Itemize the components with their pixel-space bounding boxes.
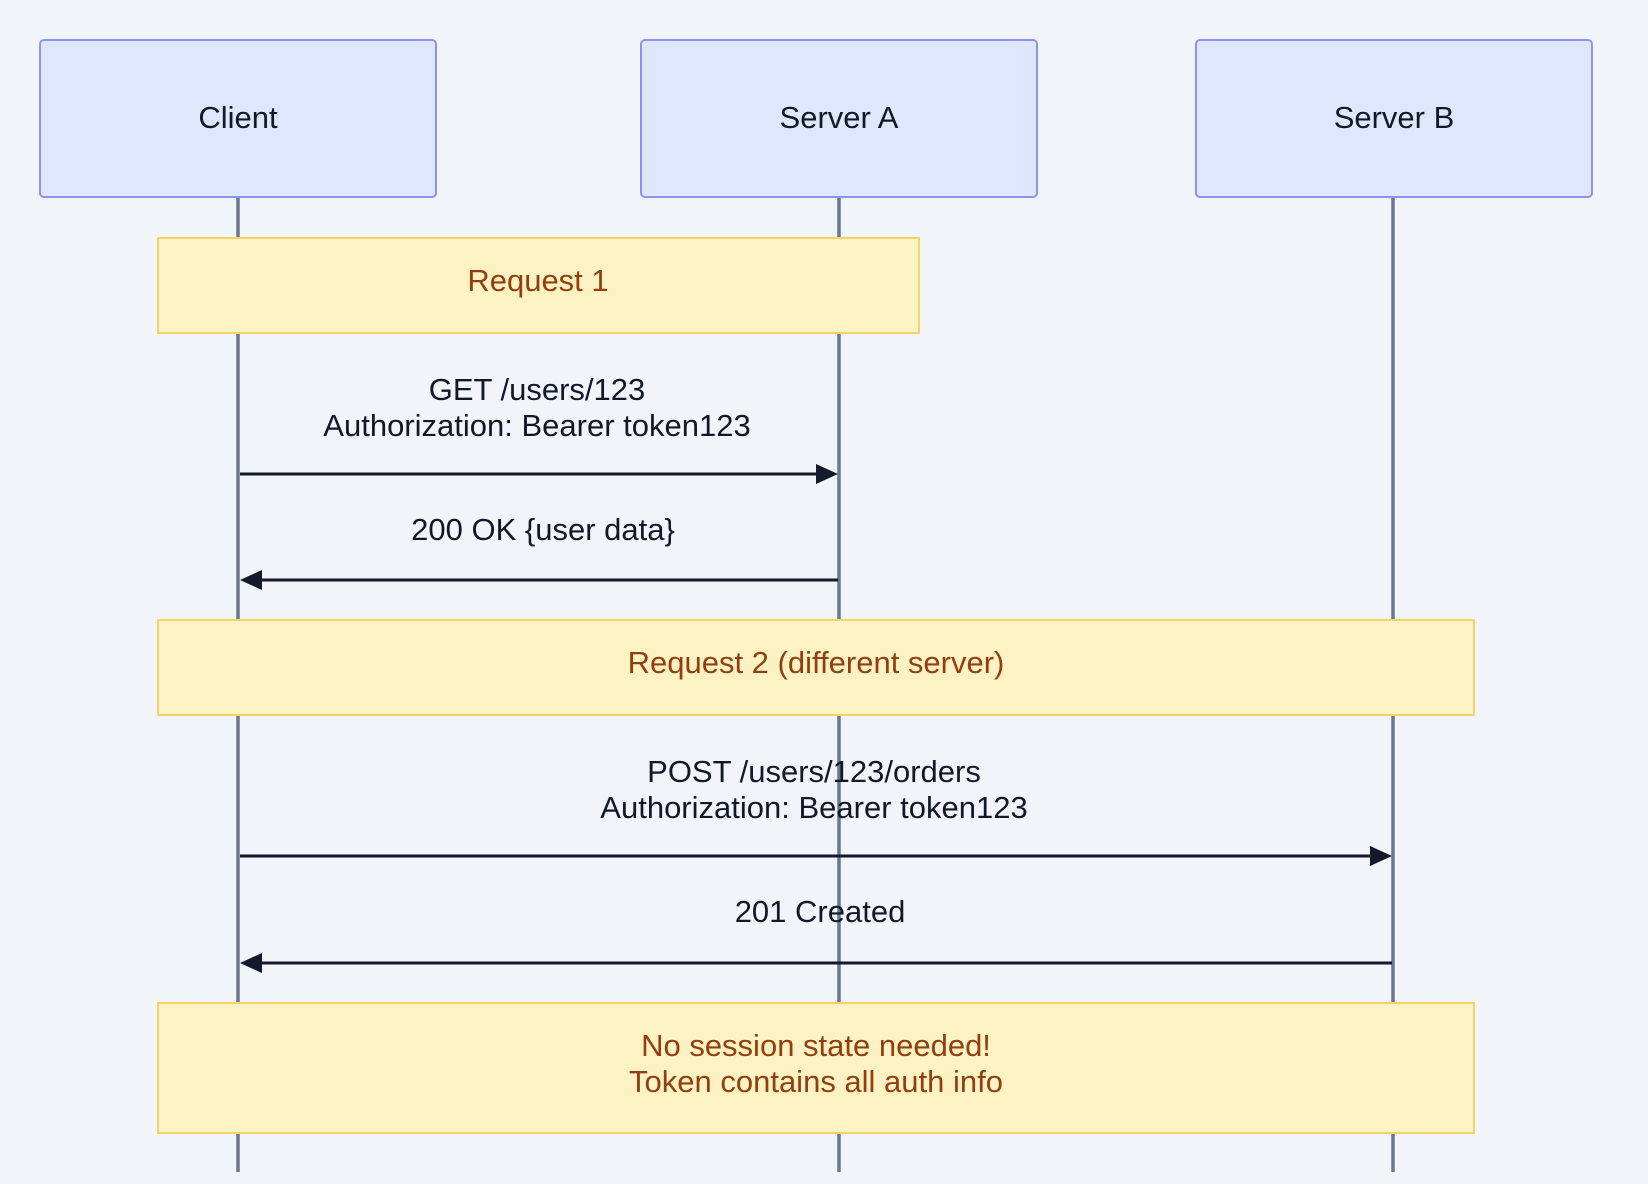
participant-label: Client [198, 100, 278, 135]
participant-box [640, 39, 1038, 198]
message-201-created: 201 Created [240, 894, 1392, 973]
arrow-head-right-icon [1370, 846, 1392, 866]
participant-box [39, 39, 437, 198]
message-post-orders: POST /users/123/orders Authorization: Be… [240, 754, 1392, 866]
arrow-head-right-icon [816, 464, 838, 484]
note-box [157, 1002, 1475, 1134]
arrow-head-left-icon [240, 953, 262, 973]
participant-box [1195, 39, 1593, 198]
participant-server-a[interactable]: Server A [640, 39, 1038, 198]
participant-server-b[interactable]: Server B [1195, 39, 1593, 198]
participant-label: Server B [1334, 100, 1455, 135]
message-label-line-1: POST /users/123/orders [647, 754, 981, 789]
arrow-head-left-icon [240, 570, 262, 590]
note-stateless: No session state needed! Token contains … [157, 1002, 1475, 1134]
note-text-line-1: No session state needed! [641, 1028, 991, 1063]
note-text: Request 1 [467, 263, 608, 298]
message-label: 200 OK {user data} [411, 512, 675, 547]
message-200-ok: 200 OK {user data} [240, 512, 838, 590]
message-label: 201 Created [735, 894, 906, 929]
message-label-line-2: Authorization: Bearer token123 [323, 408, 750, 443]
note-box [157, 619, 1475, 716]
note-request-1: Request 1 [157, 237, 920, 334]
note-text: Request 2 (different server) [628, 645, 1005, 680]
note-text-line-2: Token contains all auth info [629, 1064, 1003, 1099]
note-request-2: Request 2 (different server) [157, 619, 1475, 716]
note-box [157, 237, 920, 334]
message-label-line-1: GET /users/123 [429, 372, 646, 407]
participant-client[interactable]: Client [39, 39, 437, 198]
message-get-user: GET /users/123 Authorization: Bearer tok… [240, 372, 838, 484]
participant-label: Server A [780, 100, 899, 135]
message-label-line-2: Authorization: Bearer token123 [600, 790, 1027, 825]
